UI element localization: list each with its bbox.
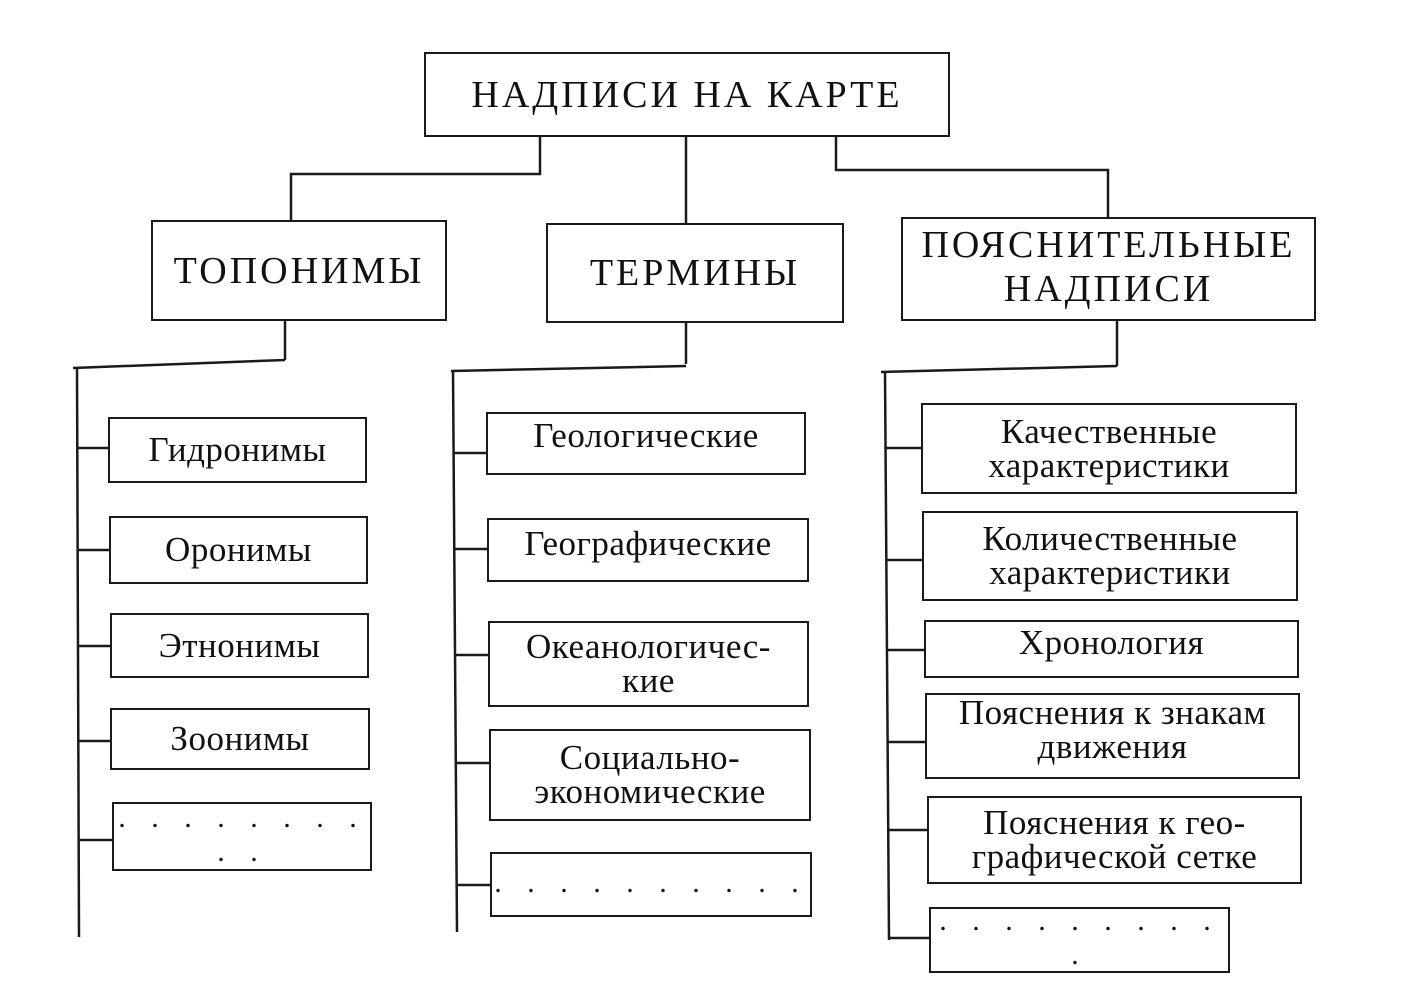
branch-spine-explanatory bbox=[883, 371, 891, 941]
item-label: Оронимы bbox=[165, 530, 312, 569]
item-label: Географические bbox=[524, 524, 772, 563]
item-box: Качественные характеристики bbox=[921, 403, 1297, 494]
root-box: НАДПИСИ НА КАРТЕ bbox=[424, 52, 950, 137]
item-box: Океанологичес- кие bbox=[488, 621, 809, 707]
item-label: . . . . . . . . . . bbox=[494, 865, 808, 899]
root-label: НАДПИСИ НА КАРТЕ bbox=[471, 73, 903, 116]
branch-spine-toponyms bbox=[75, 367, 81, 938]
item-box: Геологические bbox=[486, 412, 806, 475]
category-label: ПОЯСНИТЕЛЬНЫЕ НАДПИСИ bbox=[921, 224, 1296, 310]
item-label: Качественные характеристики bbox=[988, 411, 1230, 485]
item-label: Пояснения к гео- графической сетке bbox=[971, 803, 1258, 876]
item-box: Этнонимы bbox=[110, 613, 369, 678]
item-label: . . . . . . . . . . bbox=[939, 904, 1220, 971]
category-explanatory: ПОЯСНИТЕЛЬНЫЕ НАДПИСИ bbox=[901, 217, 1316, 321]
branch-spine-terms bbox=[451, 370, 459, 933]
category-label: ТОПОНИМЫ bbox=[173, 249, 425, 292]
item-box: Социально- экономические bbox=[489, 729, 811, 821]
category-label: ТЕРМИНЫ bbox=[589, 252, 801, 294]
item-box: Пояснения к знакам движения bbox=[925, 693, 1300, 779]
item-box-ellipsis: . . . . . . . . . . bbox=[490, 852, 812, 917]
item-box: Количественные характеристики bbox=[922, 511, 1298, 601]
item-label: Хронология bbox=[1018, 623, 1205, 662]
item-label: Социально- экономические bbox=[534, 738, 766, 811]
item-box: Оронимы bbox=[109, 516, 368, 584]
item-box: Пояснения к гео- графической сетке bbox=[927, 796, 1302, 884]
item-box-ellipsis: . . . . . . . . . . bbox=[112, 800, 372, 871]
item-box: Гидронимы bbox=[108, 417, 367, 483]
category-toponyms: ТОПОНИМЫ bbox=[151, 220, 447, 321]
item-label: . . . . . . . . . . bbox=[118, 800, 366, 868]
connector-root-toponyms bbox=[289, 136, 542, 221]
item-box: Зоонимы bbox=[110, 708, 370, 770]
item-label: Пояснения к знакам движения bbox=[958, 693, 1267, 766]
item-label: Гидронимы bbox=[148, 430, 327, 469]
item-label: Океанологичес- кие bbox=[526, 627, 771, 700]
item-label: Зоонимы bbox=[170, 719, 310, 758]
item-label: Количественные характеристики bbox=[982, 519, 1238, 592]
item-label: Геологические bbox=[533, 415, 759, 455]
item-box: Географические bbox=[487, 518, 809, 582]
category-terms: ТЕРМИНЫ bbox=[546, 223, 844, 323]
connector-root-explanatory bbox=[834, 136, 1110, 218]
item-label: Этнонимы bbox=[158, 625, 321, 665]
item-box-ellipsis: . . . . . . . . . . bbox=[929, 904, 1230, 973]
item-box: Хронология bbox=[924, 620, 1299, 678]
